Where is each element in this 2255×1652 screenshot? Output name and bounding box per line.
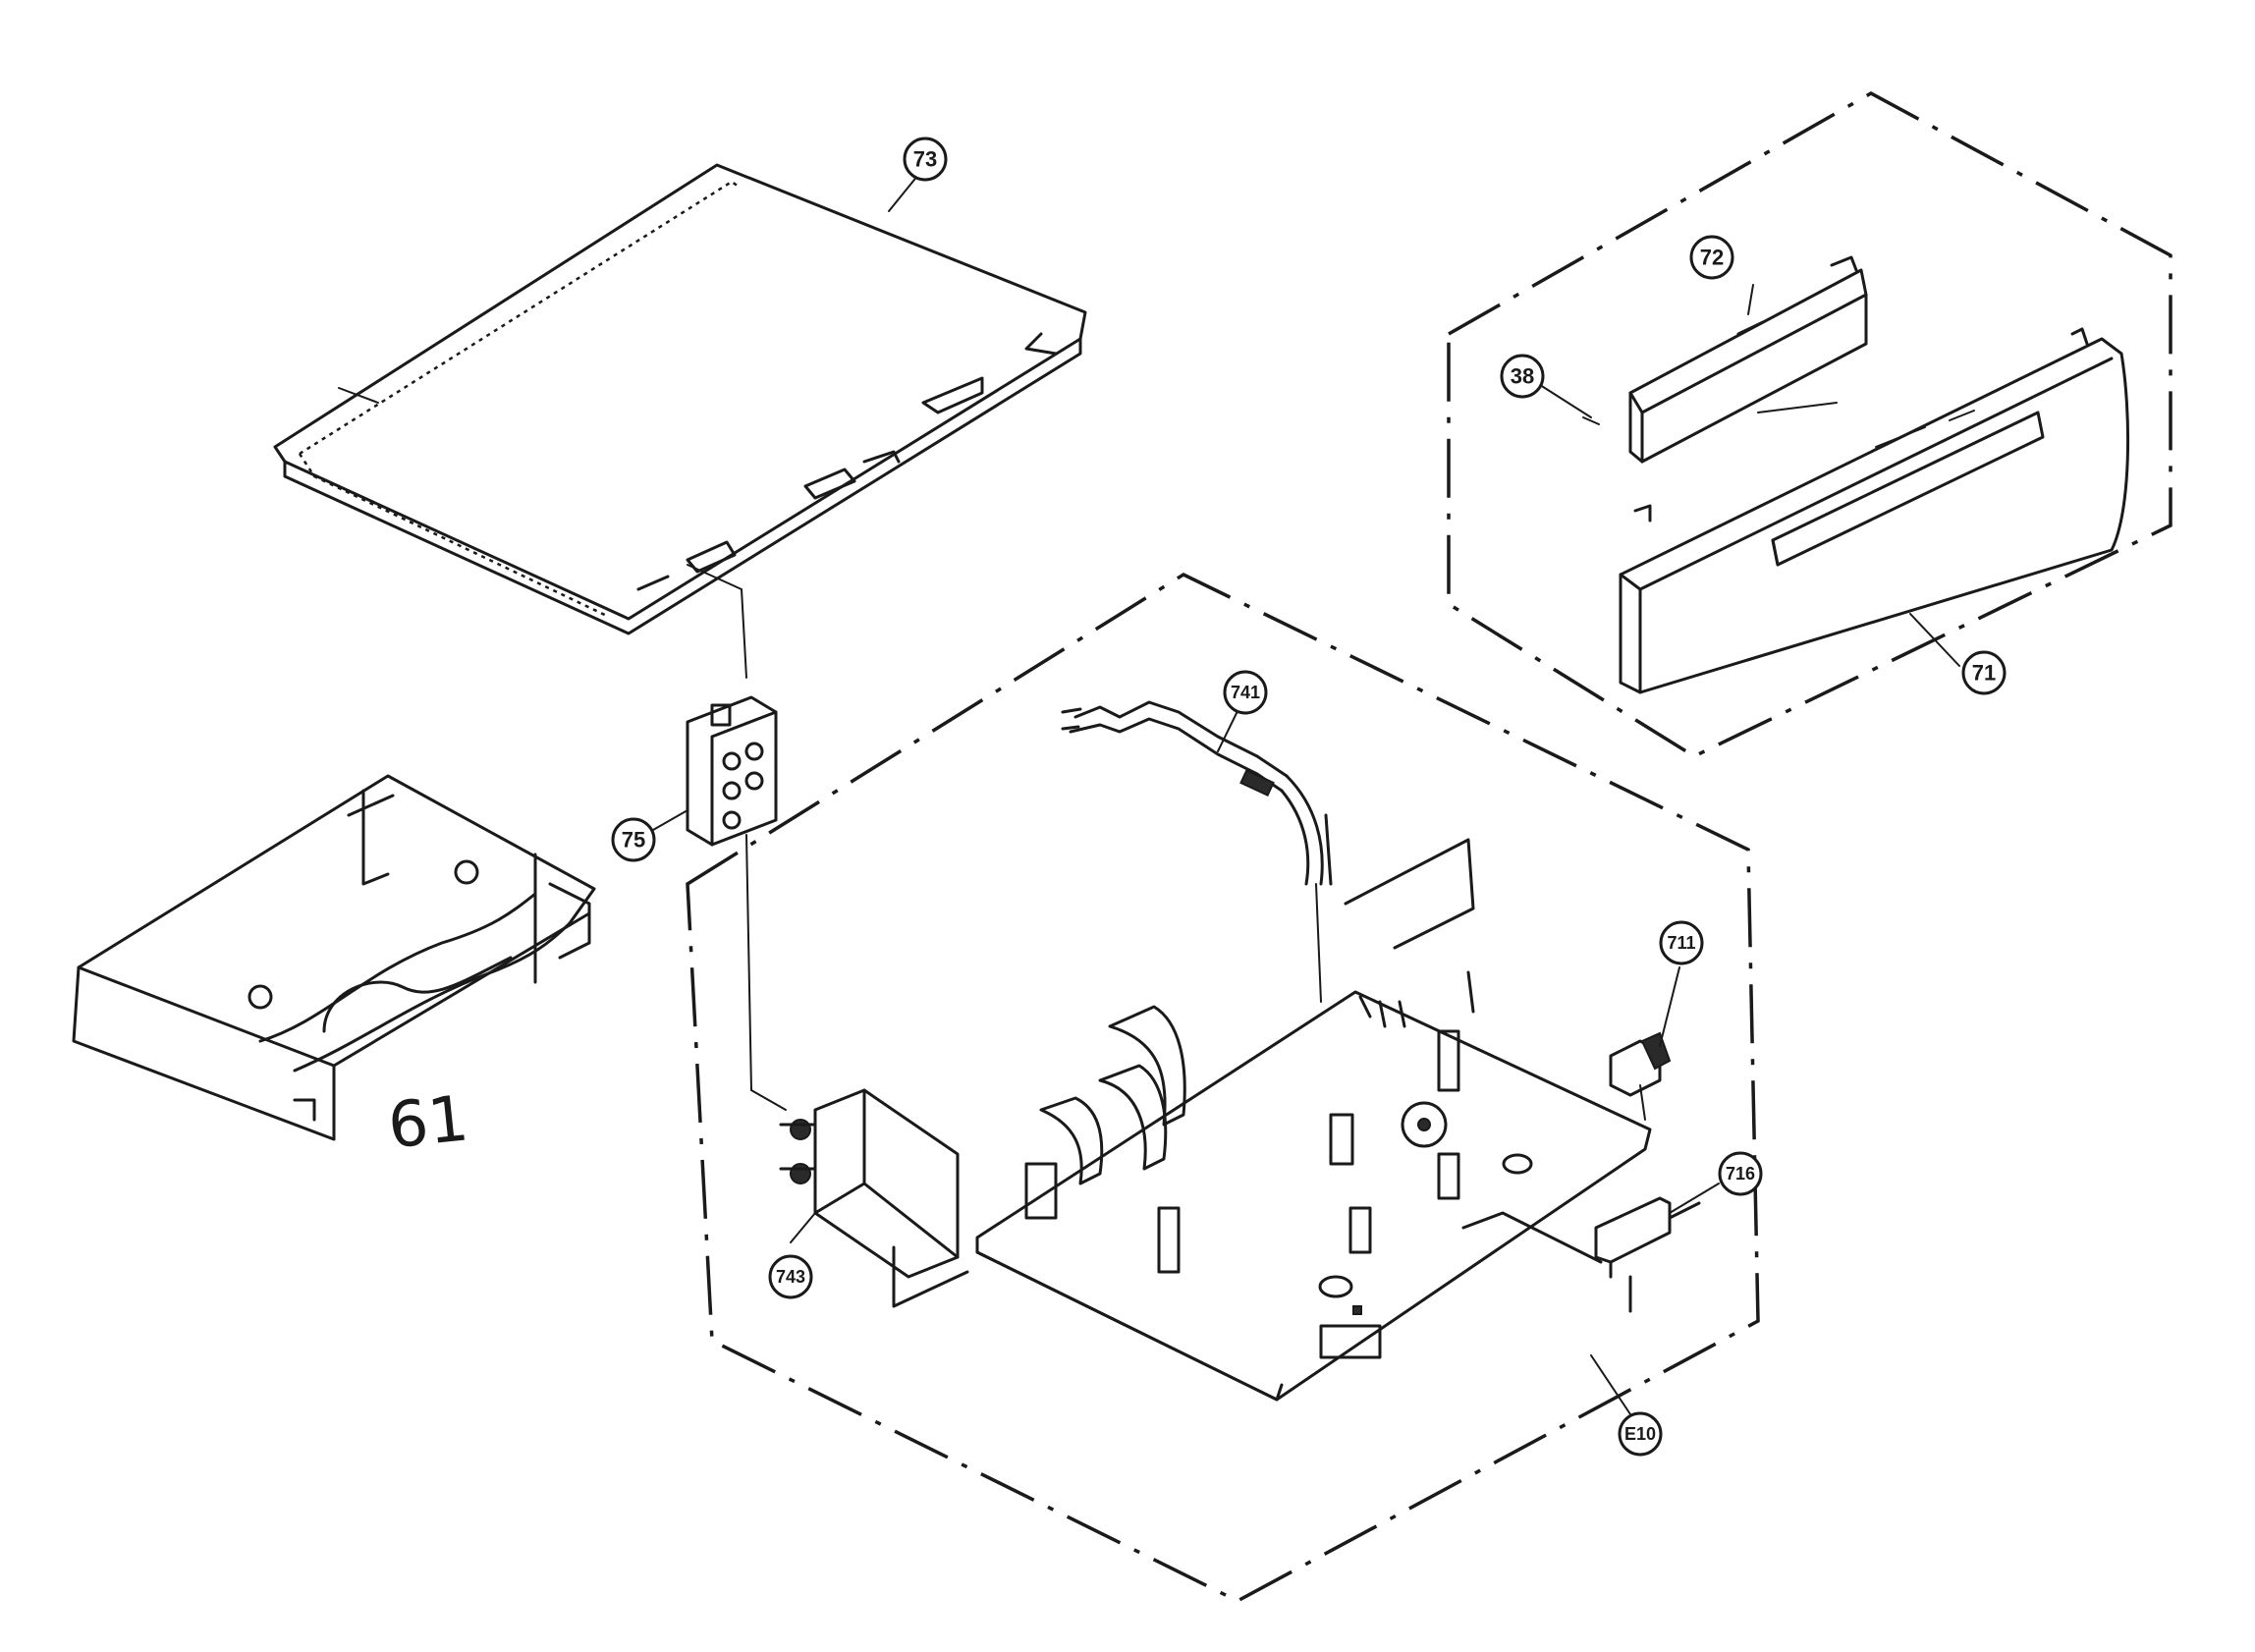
leader-73 [888, 174, 919, 212]
leader-741 [1217, 706, 1240, 752]
svg-text:73: 73 [913, 147, 937, 172]
tray-part [72, 774, 596, 1141]
part-711-link [1639, 1084, 1646, 1121]
svg-text:741: 741 [1231, 683, 1260, 702]
callout-73: 73 [903, 137, 948, 182]
callout-743: 743 [768, 1254, 813, 1299]
svg-text:38: 38 [1511, 364, 1534, 389]
callout-38: 38 [1500, 354, 1545, 399]
main-board-group-boundary [686, 573, 1760, 1603]
screw-38 [1582, 416, 1600, 425]
front-panel-part [1619, 327, 2130, 694]
board-cutout-outline [1344, 838, 1475, 1014]
main-board-part [975, 990, 1652, 1402]
svg-text:716: 716 [1726, 1164, 1755, 1184]
leader-72 [1747, 284, 1754, 315]
bracket-part [686, 695, 778, 847]
leader-743 [790, 1212, 816, 1243]
callout-72: 72 [1689, 235, 1734, 280]
leader-71 [1909, 613, 1960, 667]
lens-window-part [1628, 255, 1868, 464]
svg-text:72: 72 [1700, 246, 1724, 270]
svg-text:E10: E10 [1624, 1424, 1656, 1444]
tray-handwritten-label: 61 [385, 1082, 472, 1163]
svg-text:75: 75 [622, 828, 645, 853]
bracket-connector-line [745, 834, 787, 1111]
callout-741: 741 [1223, 670, 1268, 715]
front-panel-link-line [1757, 402, 1838, 413]
svg-text:711: 711 [1667, 933, 1695, 953]
power-cord-part [1061, 700, 1333, 886]
leader-716 [1669, 1183, 1720, 1214]
callout-711: 711 [1659, 920, 1704, 965]
leader-38 [1536, 382, 1592, 418]
part-716-link [1461, 1211, 1632, 1313]
callout-716: 716 [1718, 1151, 1763, 1196]
connector-743-link [892, 1245, 969, 1308]
callout-71: 71 [1961, 650, 2007, 695]
connector-743-part [779, 1088, 960, 1279]
leader-E10 [1590, 1354, 1631, 1415]
svg-text:743: 743 [776, 1267, 805, 1287]
top-cover-part [273, 163, 1087, 635]
leader-75-top [687, 564, 747, 679]
front-panel-group-boundary [1447, 90, 2172, 758]
callout-E10: E10 [1618, 1411, 1663, 1457]
part-711 [1609, 1031, 1672, 1097]
callout-75: 75 [611, 817, 656, 862]
part-716 [1594, 1196, 1701, 1279]
cord-board-line [1315, 883, 1322, 1003]
svg-text:71: 71 [1972, 661, 1996, 686]
leader-711 [1659, 966, 1680, 1047]
leader-75 [652, 809, 688, 831]
